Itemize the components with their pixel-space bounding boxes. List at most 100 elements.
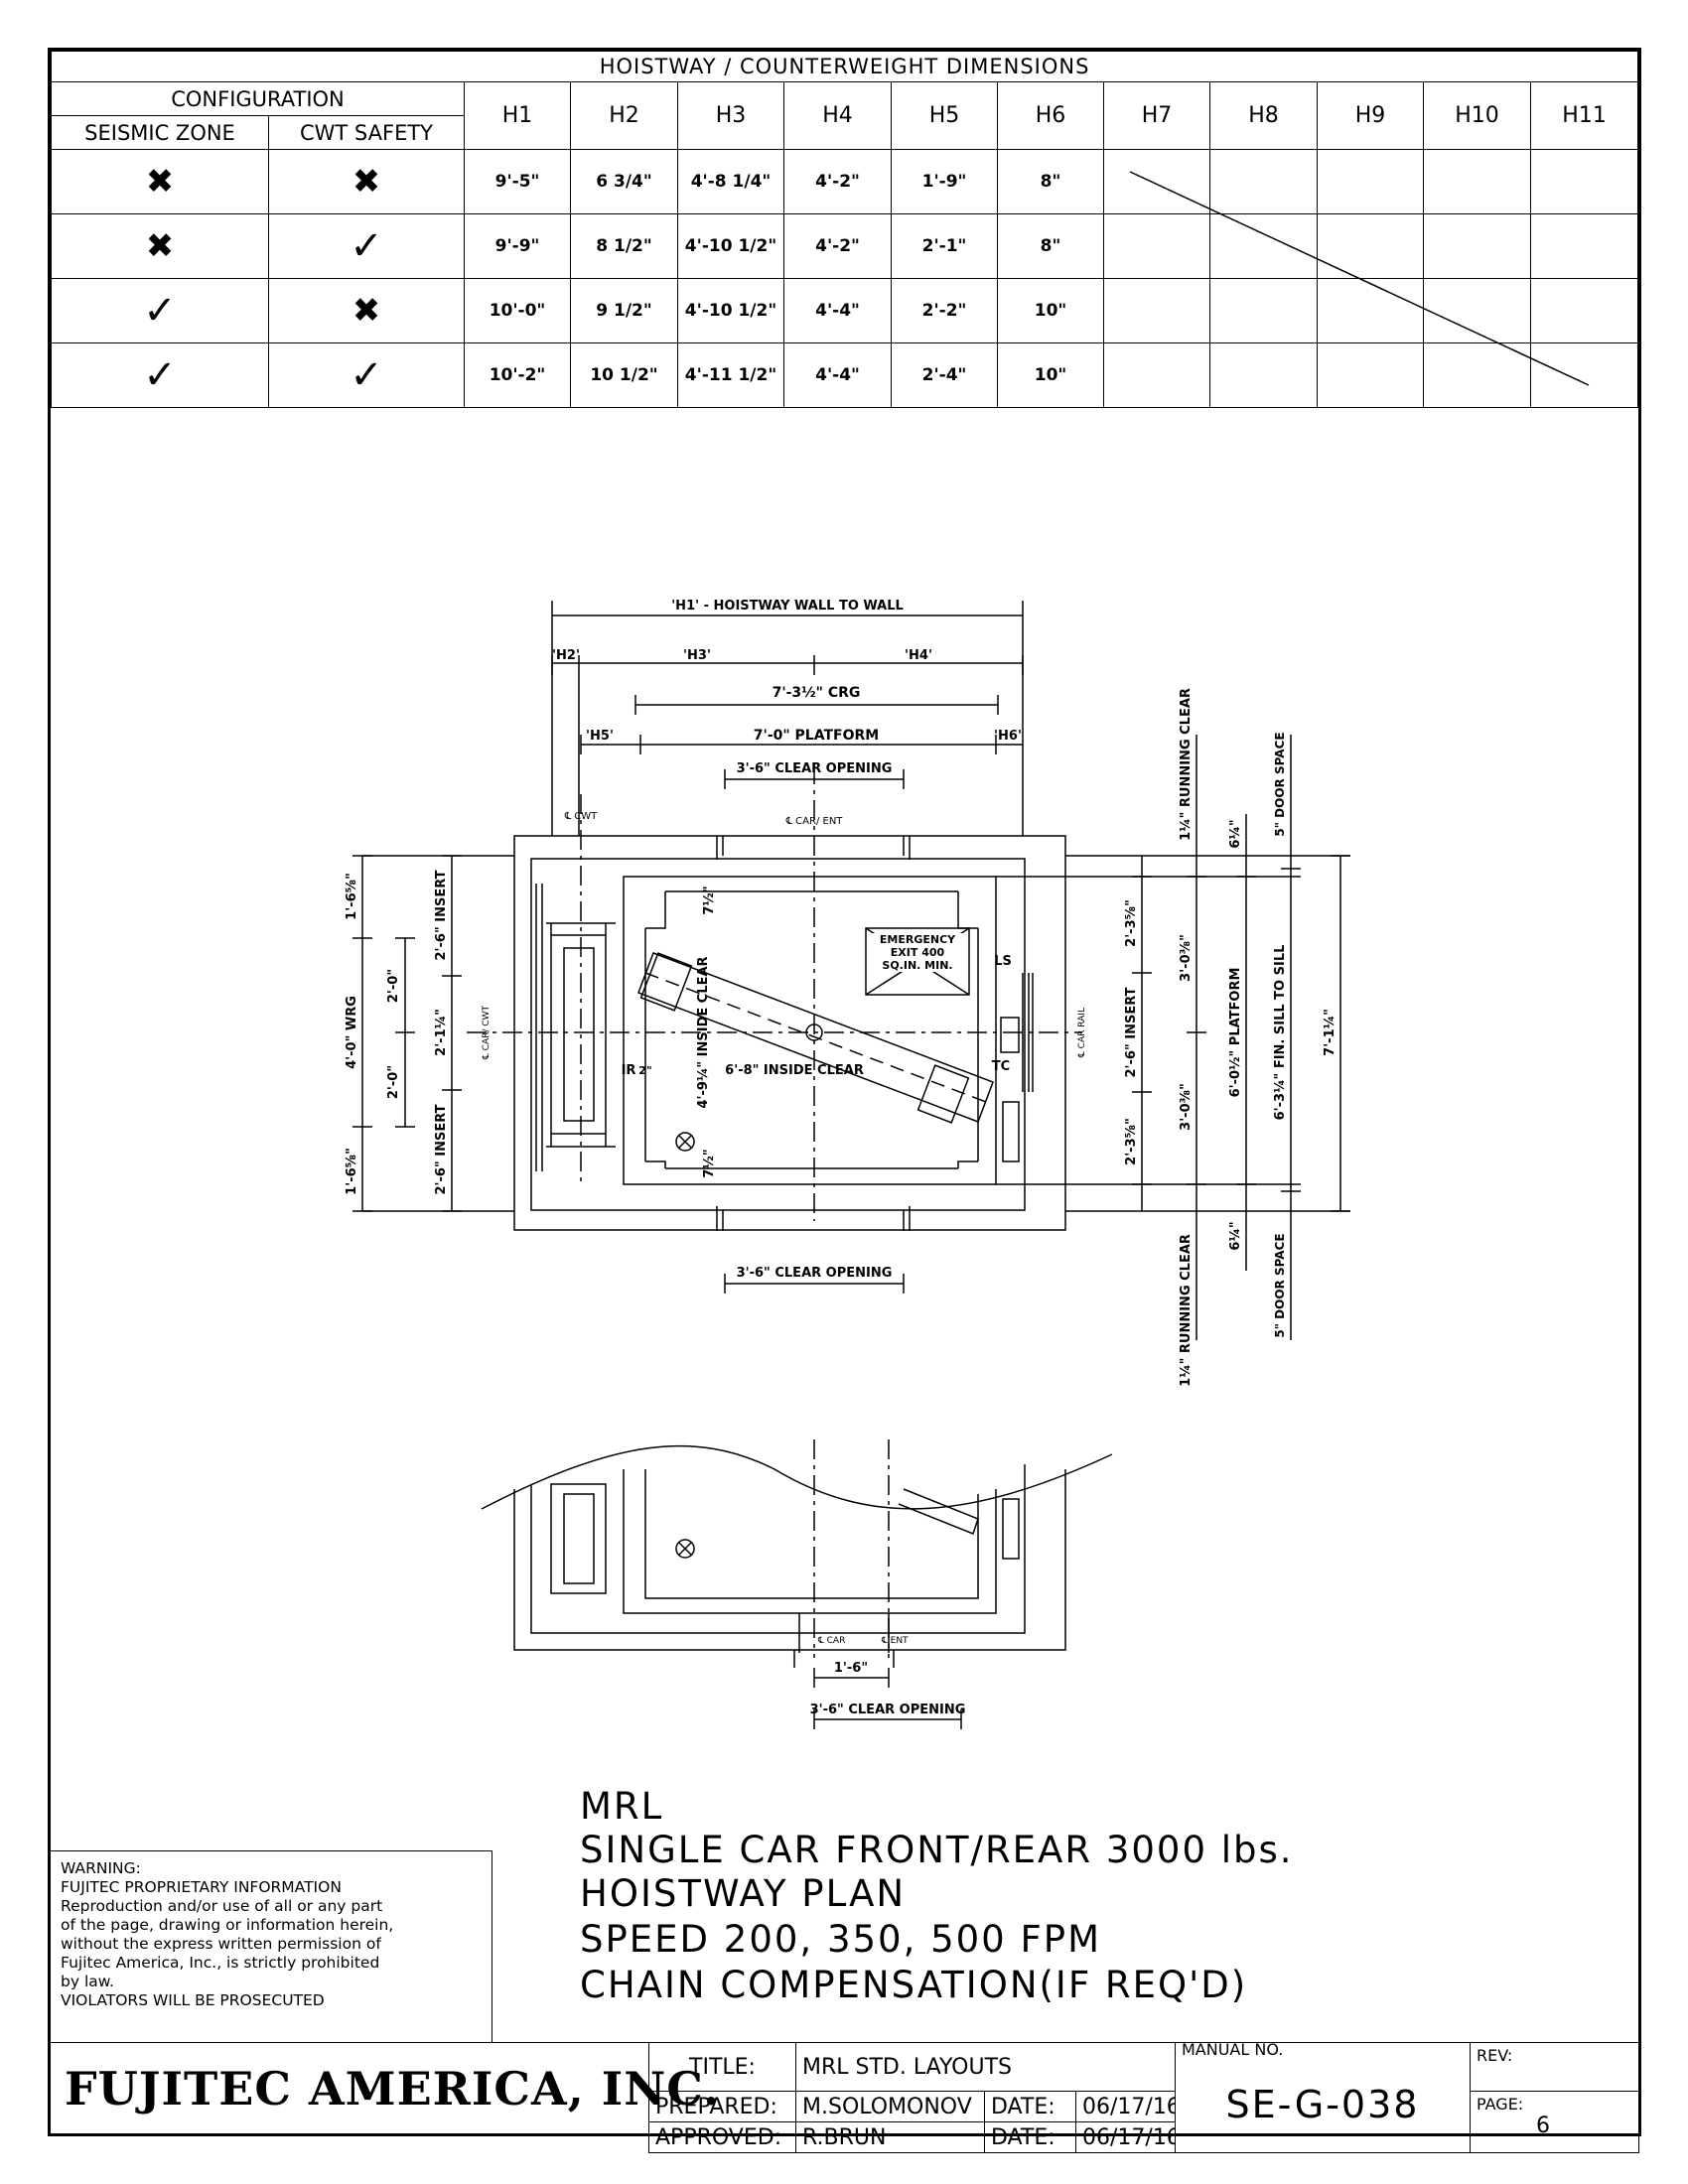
cl-car-ent-label: ℄ CAR/ ENT — [785, 816, 844, 827]
dimension-cell: 8" — [997, 213, 1104, 279]
warning-line: Reproduction and/or use of all or any pa… — [61, 1897, 383, 1915]
drawing-title-line2: SINGLE CAR FRONT/REAR 3000 lbs. — [580, 1829, 1294, 1871]
warning-notice: WARNING: FUJITEC PROPRIETARY INFORMATION… — [51, 1850, 492, 2042]
detail-drain-cross — [678, 1542, 692, 1556]
witness-lines-top — [551, 625, 1024, 836]
seismic-zone-cell: ✓ — [51, 342, 269, 408]
right-dim-lower: 3'-0⅜" — [1179, 1083, 1194, 1131]
title-label: TITLE: — [648, 2042, 796, 2092]
col-h3: H3 — [677, 81, 784, 150]
floor-drain — [675, 1132, 695, 1152]
rear-door-jambs — [716, 1206, 911, 1231]
seismic-zone-cell: ✖ — [51, 213, 269, 279]
dimension-cell — [1317, 149, 1424, 214]
inside-clear-width-label: 6'-8" INSIDE CLEAR — [725, 1063, 864, 1078]
emergency-exit-hatch — [865, 927, 970, 996]
dimension-cell — [1209, 213, 1318, 279]
drawing-title-line3: HOISTWAY PLAN — [580, 1872, 907, 1915]
dimension-cell: 10 1/2" — [570, 342, 678, 408]
ir-label: IR — [622, 1063, 636, 1078]
detail-cl-car: ℄ CAR — [817, 1636, 845, 1646]
rev-label: REV: — [1470, 2042, 1639, 2092]
running-clear-bottom-label: 1¼" RUNNING CLEAR — [1179, 1234, 1194, 1387]
cross-icon: ✖ — [352, 162, 381, 202]
drawing-title-line4: SPEED 200, 350, 500 FPM — [580, 1918, 1101, 1961]
cross-icon: ✖ — [145, 226, 175, 266]
seven-half-top-label: 7½" — [702, 886, 717, 914]
left-dim-wrg: 4'-0" WRG — [345, 996, 359, 1069]
dimension-cell — [1317, 213, 1424, 279]
left-insert-bottom: 2'-6" INSERT — [434, 1104, 449, 1194]
warning-line: of the page, drawing or information here… — [61, 1916, 394, 1934]
dimension-cell: 10'-0" — [464, 278, 571, 343]
title-block: TITLE: MRL STD. LAYOUTS MANUAL NO. SE-G-… — [648, 2042, 1639, 2153]
h4-label: 'H4' — [905, 648, 932, 663]
configuration-header: CONFIGURATION — [51, 81, 465, 116]
date-value-1: 06/17/16 — [1075, 2091, 1176, 2122]
prepared-value: M.SOLOMONOV — [795, 2091, 985, 2122]
witness-lines-left — [362, 855, 514, 1212]
checkmark-icon: ✓ — [350, 223, 383, 269]
col-h5: H5 — [891, 81, 998, 150]
seismic-zone-header: SEISMIC ZONE — [51, 115, 269, 150]
car-rail-bracket — [1000, 1017, 1020, 1053]
h2-label: 'H2' — [552, 648, 580, 663]
clearance-leaders — [1196, 735, 1292, 1340]
left-dim-wrg-top: 2'-0" — [386, 969, 401, 1003]
drawing-title-line1: MRL — [580, 1785, 664, 1828]
approved-label: APPROVED: — [648, 2121, 796, 2153]
dimension-cell: 4'-2" — [783, 149, 892, 214]
right-dim-top: 2'-3⅝" — [1124, 899, 1139, 947]
detail-cable-box — [1002, 1498, 1020, 1560]
cl-car-rail-label: ℄ CAR RAIL — [1077, 1008, 1087, 1058]
detail-platform — [623, 1469, 997, 1614]
six-quarter-top-label: 6¼" — [1228, 819, 1243, 848]
cab-walls — [644, 890, 979, 1169]
date-label-2: DATE: — [984, 2121, 1076, 2153]
dimension-cell — [1103, 149, 1210, 214]
clear-opening-bottom-label: 3'-6" CLEAR OPENING — [737, 1266, 893, 1281]
overall-depth-label: 7'-1¼" — [1323, 1009, 1337, 1056]
dimension-cell: 2'-4" — [891, 342, 998, 408]
manual-value: SE-G-038 — [1225, 2083, 1420, 2126]
dimension-cell: 4'-4" — [783, 342, 892, 408]
right-dim-upper: 3'-0⅜" — [1179, 934, 1194, 982]
chain-anchor-bottom — [916, 1064, 970, 1124]
approved-value: R.BRUN — [795, 2121, 985, 2153]
dimension-cell — [1209, 149, 1318, 214]
compensation-centerline — [644, 972, 987, 1103]
emergency-exit-label: EMERGENCY EXIT 400 SQ.IN. MIN. — [871, 933, 964, 972]
detail-dim-line — [813, 1668, 890, 1688]
right-dim-line-mid — [1187, 876, 1206, 1185]
not-applicable-diagonal — [1129, 171, 1590, 386]
two-inch-label: 2" — [638, 1064, 651, 1077]
warning-line: Fujitec America, Inc., is strictly prohi… — [61, 1954, 380, 1972]
right-dim-bottom: 2'-3⅝" — [1124, 1118, 1139, 1165]
cross-icon: ✖ — [145, 162, 175, 202]
col-h11: H11 — [1529, 81, 1639, 150]
hoistway-inner-wall — [530, 858, 1026, 1211]
inside-clear-depth-label: 4'-9¼" INSIDE CLEAR — [696, 956, 711, 1108]
cwt-rail-guides — [535, 884, 543, 1171]
detail-dim-label: 1'-6" — [834, 1661, 868, 1676]
h1-dim-line — [551, 601, 1024, 625]
company-logo: FUJITEC AMERICA, INC. — [51, 2042, 719, 2133]
left-dim-wrg-bottom: 2'-0" — [386, 1065, 401, 1099]
cl-car-cwt-label: ℄ CAR/ CWT — [482, 1006, 492, 1060]
left-dim-top: 1'-6⅝" — [345, 873, 359, 920]
cwt-safety-header: CWT SAFETY — [268, 115, 465, 150]
cwt-safety-cell: ✖ — [268, 278, 465, 343]
emergency-exit-label-box: EMERGENCY EXIT 400 SQ.IN. MIN. — [871, 933, 964, 972]
cwt-rails — [546, 922, 616, 1148]
dimension-cell — [1317, 342, 1424, 408]
clear-top-dim-line — [724, 769, 905, 789]
counterweight — [563, 947, 595, 1122]
prepared-label: PREPARED: — [648, 2091, 796, 2122]
dimension-cell — [1529, 278, 1639, 343]
col-h6: H6 — [997, 81, 1104, 150]
dimension-cell — [1529, 342, 1639, 408]
col-h2: H2 — [570, 81, 678, 150]
dimension-cell: 2'-2" — [891, 278, 998, 343]
dimension-cell: 4'-10 1/2" — [677, 278, 784, 343]
dimension-cell: 10'-2" — [464, 342, 571, 408]
